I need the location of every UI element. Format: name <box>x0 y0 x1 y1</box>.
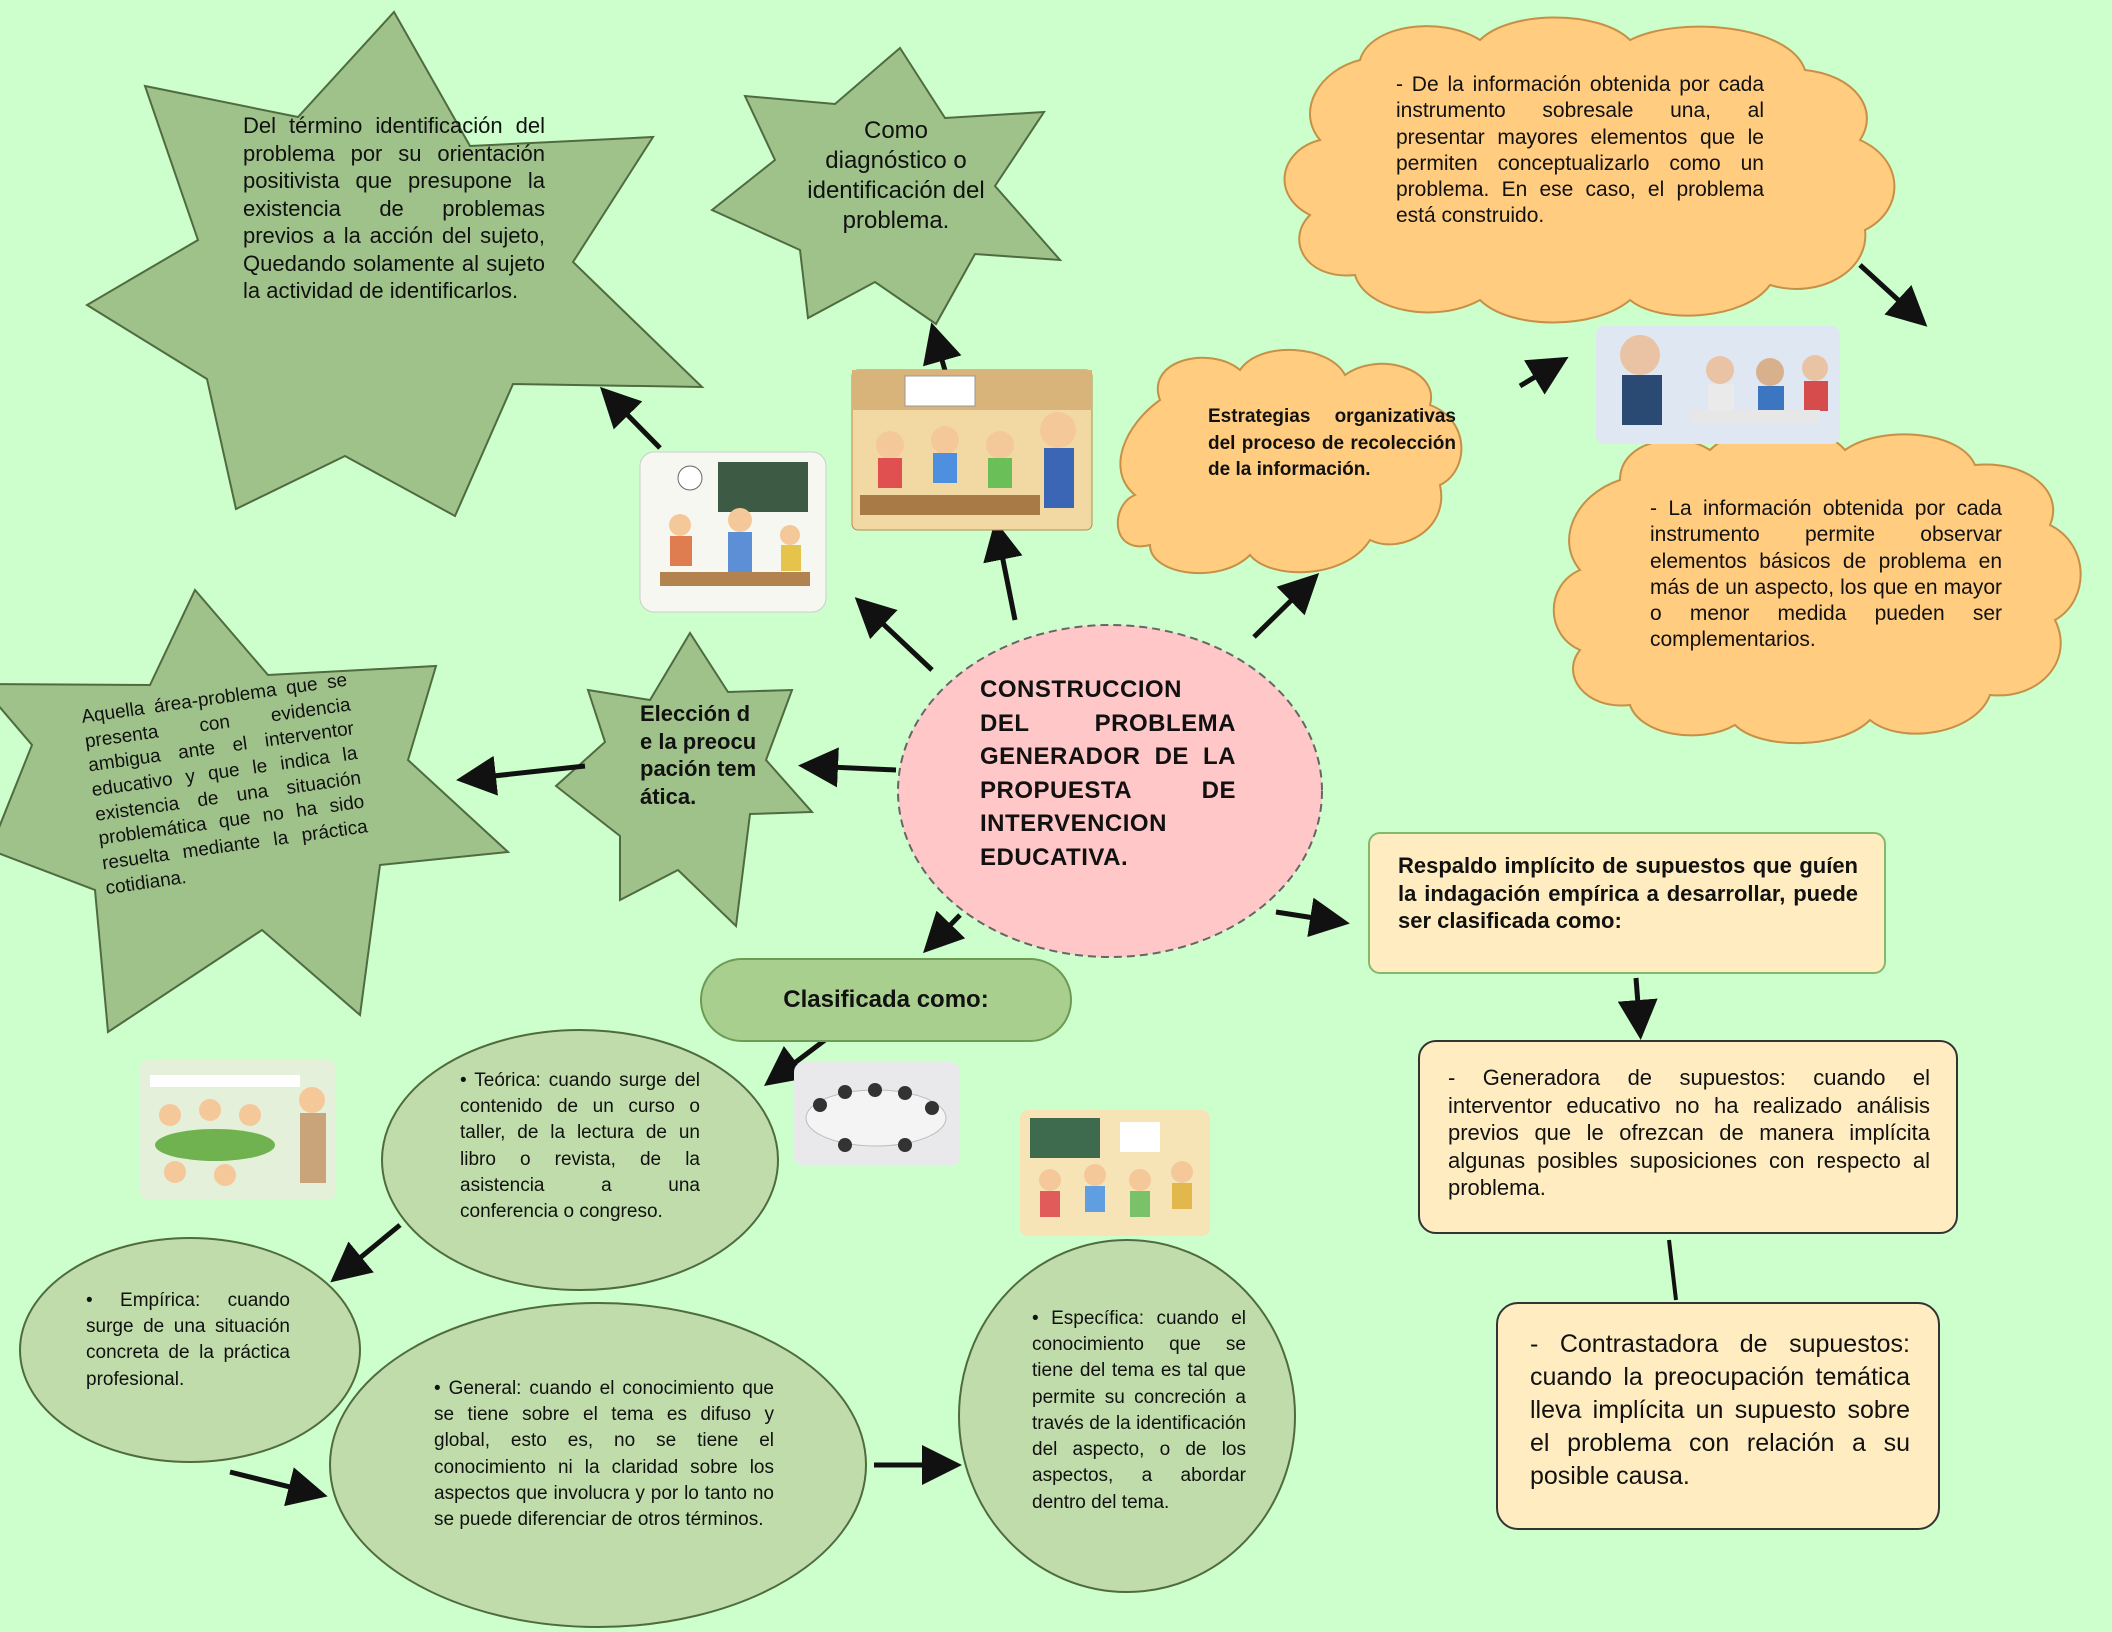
support-box-text: Respaldo implícito de supuestos que guíe… <box>1398 853 1858 933</box>
arrow-to-generator-box <box>1617 977 1658 1040</box>
oval-empirica <box>19 1237 361 1463</box>
arrow-to-classified <box>923 910 966 954</box>
star-top-left <box>85 10 705 518</box>
oval-empirica-text: • Empírica: cuando surge de una situació… <box>86 1290 290 1390</box>
cloud-top-right <box>1283 16 1896 324</box>
arrow-to-empirica <box>330 1223 402 1283</box>
oval-general-text: • General: cuando el conocimiento que se… <box>434 1378 774 1531</box>
generator-box-text: - Generadora de supuestos: cuando el int… <box>1448 1065 1930 1200</box>
arrow-to-photo <box>1518 356 1569 395</box>
arrow-to-small-star <box>798 747 897 788</box>
support-box: Respaldo implícito de supuestos que guíe… <box>1368 832 1886 974</box>
star-top-middle <box>710 46 1063 326</box>
classified-label: Clasificada como: <box>783 986 989 1013</box>
cloud-mid-right-text: - La información obtenida por cada instr… <box>1650 497 2002 652</box>
contrast-box-text: - Contrastadora de supuestos: cuando la … <box>1530 1330 1910 1490</box>
oval-teorica-text: • Teórica: cuando surge del contenido de… <box>460 1070 700 1223</box>
arrow-to-top-image <box>983 520 1023 621</box>
teacher-children-photo <box>1596 326 1840 444</box>
meeting-circle-photo <box>794 1062 960 1166</box>
oval-especifica <box>958 1239 1296 1593</box>
arrow-to-top-middle-star <box>923 322 962 375</box>
star-left-big <box>0 588 511 1034</box>
arrow-to-left-image <box>854 597 934 672</box>
arrow-to-top-left-star <box>599 386 662 450</box>
star-top-middle-text: Como diagnóstico o identificación del pr… <box>807 117 985 234</box>
classified-pill: Clasificada como: <box>700 958 1072 1042</box>
oval-especifica-text: • Específica: cuando el conocimiento que… <box>1032 1308 1246 1513</box>
cloud-top-right-text: - De la información obtenida por cada in… <box>1396 73 1764 228</box>
star-small-middle <box>554 631 815 929</box>
classroom-illustration <box>851 369 1093 531</box>
oval-general <box>329 1302 867 1628</box>
star-top-left-text: Del término identificación del problema … <box>243 113 545 303</box>
arrow-to-general <box>229 1467 328 1507</box>
cloud-strategies-text: Estrategias organizativas del proceso de… <box>1208 406 1456 481</box>
cloud-mid-right <box>1552 426 2082 745</box>
generator-box: - Generadora de supuestos: cuando el int… <box>1418 1040 1958 1234</box>
star-small-middle-text: Elección de la preocupación temática. <box>640 701 757 809</box>
center-title: CONSTRUCCION DEL PROBLEMA GENERADOR DE L… <box>980 676 1236 871</box>
arrow-to-teorica <box>764 1038 827 1087</box>
arrow-to-mid-cloud <box>1858 263 1928 327</box>
center-ellipse <box>897 624 1323 958</box>
oval-teorica <box>381 1029 779 1291</box>
cloud-strategies <box>1116 349 1463 575</box>
contrast-box: - Contrastadora de supuestos: cuando la … <box>1496 1302 1940 1530</box>
kids-table-illustration <box>140 1060 336 1200</box>
star-left-big-text: Aquella área-problema que se presenta co… <box>80 669 370 899</box>
arrow-to-left-star <box>456 755 586 796</box>
classroom-teacher-illustration <box>639 451 827 613</box>
children-classroom-illustration <box>1020 1110 1210 1236</box>
line-generator-to-contrast <box>1667 1239 1678 1301</box>
arrow-to-support-box <box>1275 897 1350 938</box>
arrow-to-strategies-cloud <box>1252 572 1320 639</box>
